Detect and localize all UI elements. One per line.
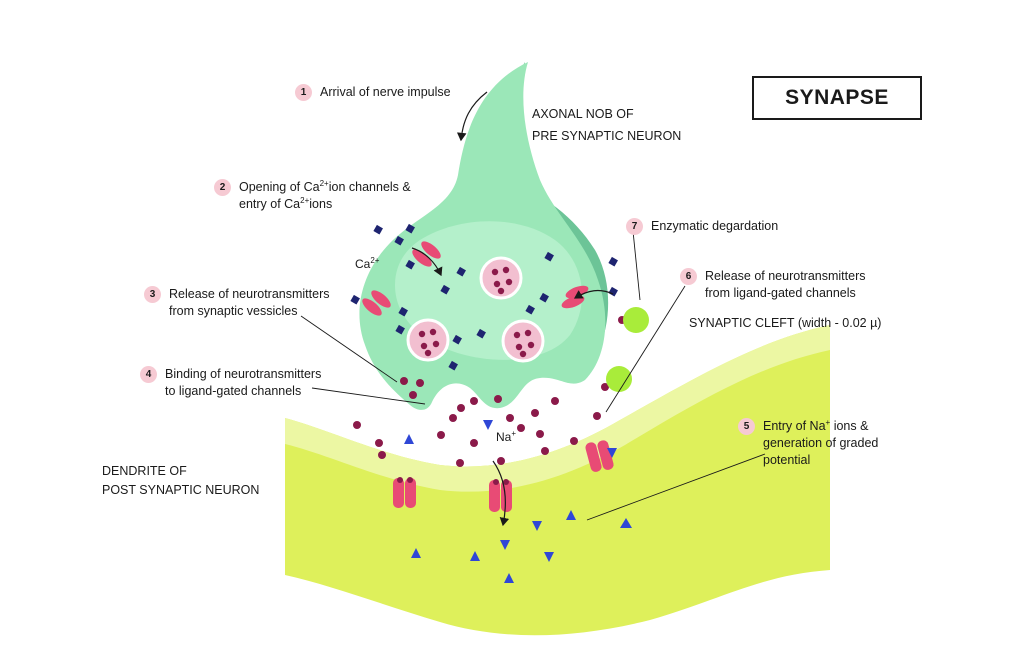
- step-2-line2sup: 2+: [300, 195, 310, 205]
- step-5-badge: 5: [738, 418, 755, 435]
- step-3-text: Release of neurotransmitters from synapt…: [169, 286, 330, 320]
- step-2: 2 Opening of Ca2+ion channels & entry of…: [214, 179, 411, 213]
- dendrite-line2: POST SYNAPTIC NEURON: [102, 483, 260, 497]
- step-2-line1b: ion channels &: [328, 180, 411, 194]
- ligand-gated-channel: [585, 440, 614, 472]
- step-5-line1b: ions &: [833, 419, 869, 433]
- step-1-badge: 1: [295, 84, 312, 101]
- step-5-line3: potential: [763, 453, 811, 467]
- calcium-channel: [412, 241, 441, 267]
- step-6: 6 Release of neurotransmitters from liga…: [680, 268, 866, 302]
- step-3-badge: 3: [144, 286, 161, 303]
- enzyme: [623, 307, 649, 333]
- axonal-nob-line1: AXONAL NOB OF: [532, 107, 634, 121]
- step-5-text: Entry of Na+ ions & generation of graded…: [763, 418, 878, 469]
- sodium-charge: +: [511, 429, 517, 438]
- dendrite-label: DENDRITE OF POST SYNAPTIC NEURON: [102, 463, 259, 499]
- step-6-line1: Release of neurotransmitters: [705, 269, 866, 283]
- step-2-line2a: entry of Ca: [239, 197, 301, 211]
- calcium-symbol: Ca: [355, 257, 371, 271]
- diagram-title: SYNAPSE: [752, 76, 922, 120]
- step-5-line1sup: +: [825, 417, 831, 427]
- step-2-badge: 2: [214, 179, 231, 196]
- step-4-line2: to ligand-gated channels: [165, 384, 302, 398]
- step-3: 3 Release of neurotransmitters from syna…: [144, 286, 330, 320]
- synaptic-cleft-label: SYNAPTIC CLEFT (width - 0.02 µ): [689, 316, 882, 330]
- leader-lines: [300, 230, 766, 521]
- step-7-badge: 7: [626, 218, 643, 235]
- enzyme: [606, 366, 632, 392]
- step-7-text: Enzymatic degardation: [651, 219, 779, 233]
- dendrite-line1: DENDRITE OF: [102, 464, 187, 478]
- step-3-line2: from synaptic vessicles: [169, 304, 298, 318]
- step-5-line1a: Entry of Na: [763, 419, 826, 433]
- calcium-ion-label: Ca2+: [355, 256, 379, 273]
- calcium-charge: 2+: [370, 256, 380, 265]
- neurotransmitters: [353, 316, 626, 467]
- step-5-line2: generation of graded: [763, 436, 879, 450]
- calcium-ions: [350, 223, 618, 371]
- step-6-text: Release of neurotransmitters from ligand…: [705, 268, 866, 302]
- sodium-entry-arrow: [492, 460, 510, 527]
- step-1-text: Arrival of nerve impulse: [320, 85, 451, 99]
- axonal-nob-label: AXONAL NOB OF PRE SYNAPTIC NEURON: [532, 106, 681, 145]
- step-5: 5 Entry of Na+ ions & generation of grad…: [738, 418, 878, 469]
- step-4: 4 Binding of neurotransmitters to ligand…: [140, 366, 321, 400]
- reuptake-arrow: [573, 289, 614, 299]
- impulse-arrow: [456, 91, 488, 142]
- step-2-line1sup: 2+: [319, 178, 329, 188]
- sodium-symbol: Na: [496, 430, 512, 444]
- calcium-channel: [362, 290, 391, 316]
- step-2-line2b: ions: [309, 197, 333, 211]
- step-2-text: Opening of Ca2+ion channels & entry of C…: [239, 179, 411, 213]
- synaptic-vesicle: [406, 318, 450, 362]
- step-4-text: Binding of neurotransmitters to ligand-g…: [165, 366, 321, 400]
- step-4-line1: Binding of neurotransmitters: [165, 367, 322, 381]
- step-2-line1a: Opening of Ca: [239, 180, 320, 194]
- axonal-nob-line2: PRE SYNAPTIC NEURON: [532, 129, 682, 143]
- step-6-line2: from ligand-gated channels: [705, 286, 856, 300]
- synaptic-vesicle: [501, 319, 545, 363]
- calcium-entry-arrow: [411, 247, 443, 277]
- dendrite-membrane: [285, 325, 830, 492]
- ligand-gated-channel: [393, 477, 416, 508]
- step-3-line1: Release of neurotransmitters: [169, 287, 330, 301]
- step-4-badge: 4: [140, 366, 157, 383]
- sodium-ion-label: Na+: [496, 429, 516, 446]
- step-1: 1 Arrival of nerve impulse: [295, 84, 451, 101]
- sodium-ions: [404, 420, 632, 583]
- step-6-badge: 6: [680, 268, 697, 285]
- step-7: 7 Enzymatic degardation: [626, 218, 778, 235]
- synaptic-vesicle: [479, 256, 523, 300]
